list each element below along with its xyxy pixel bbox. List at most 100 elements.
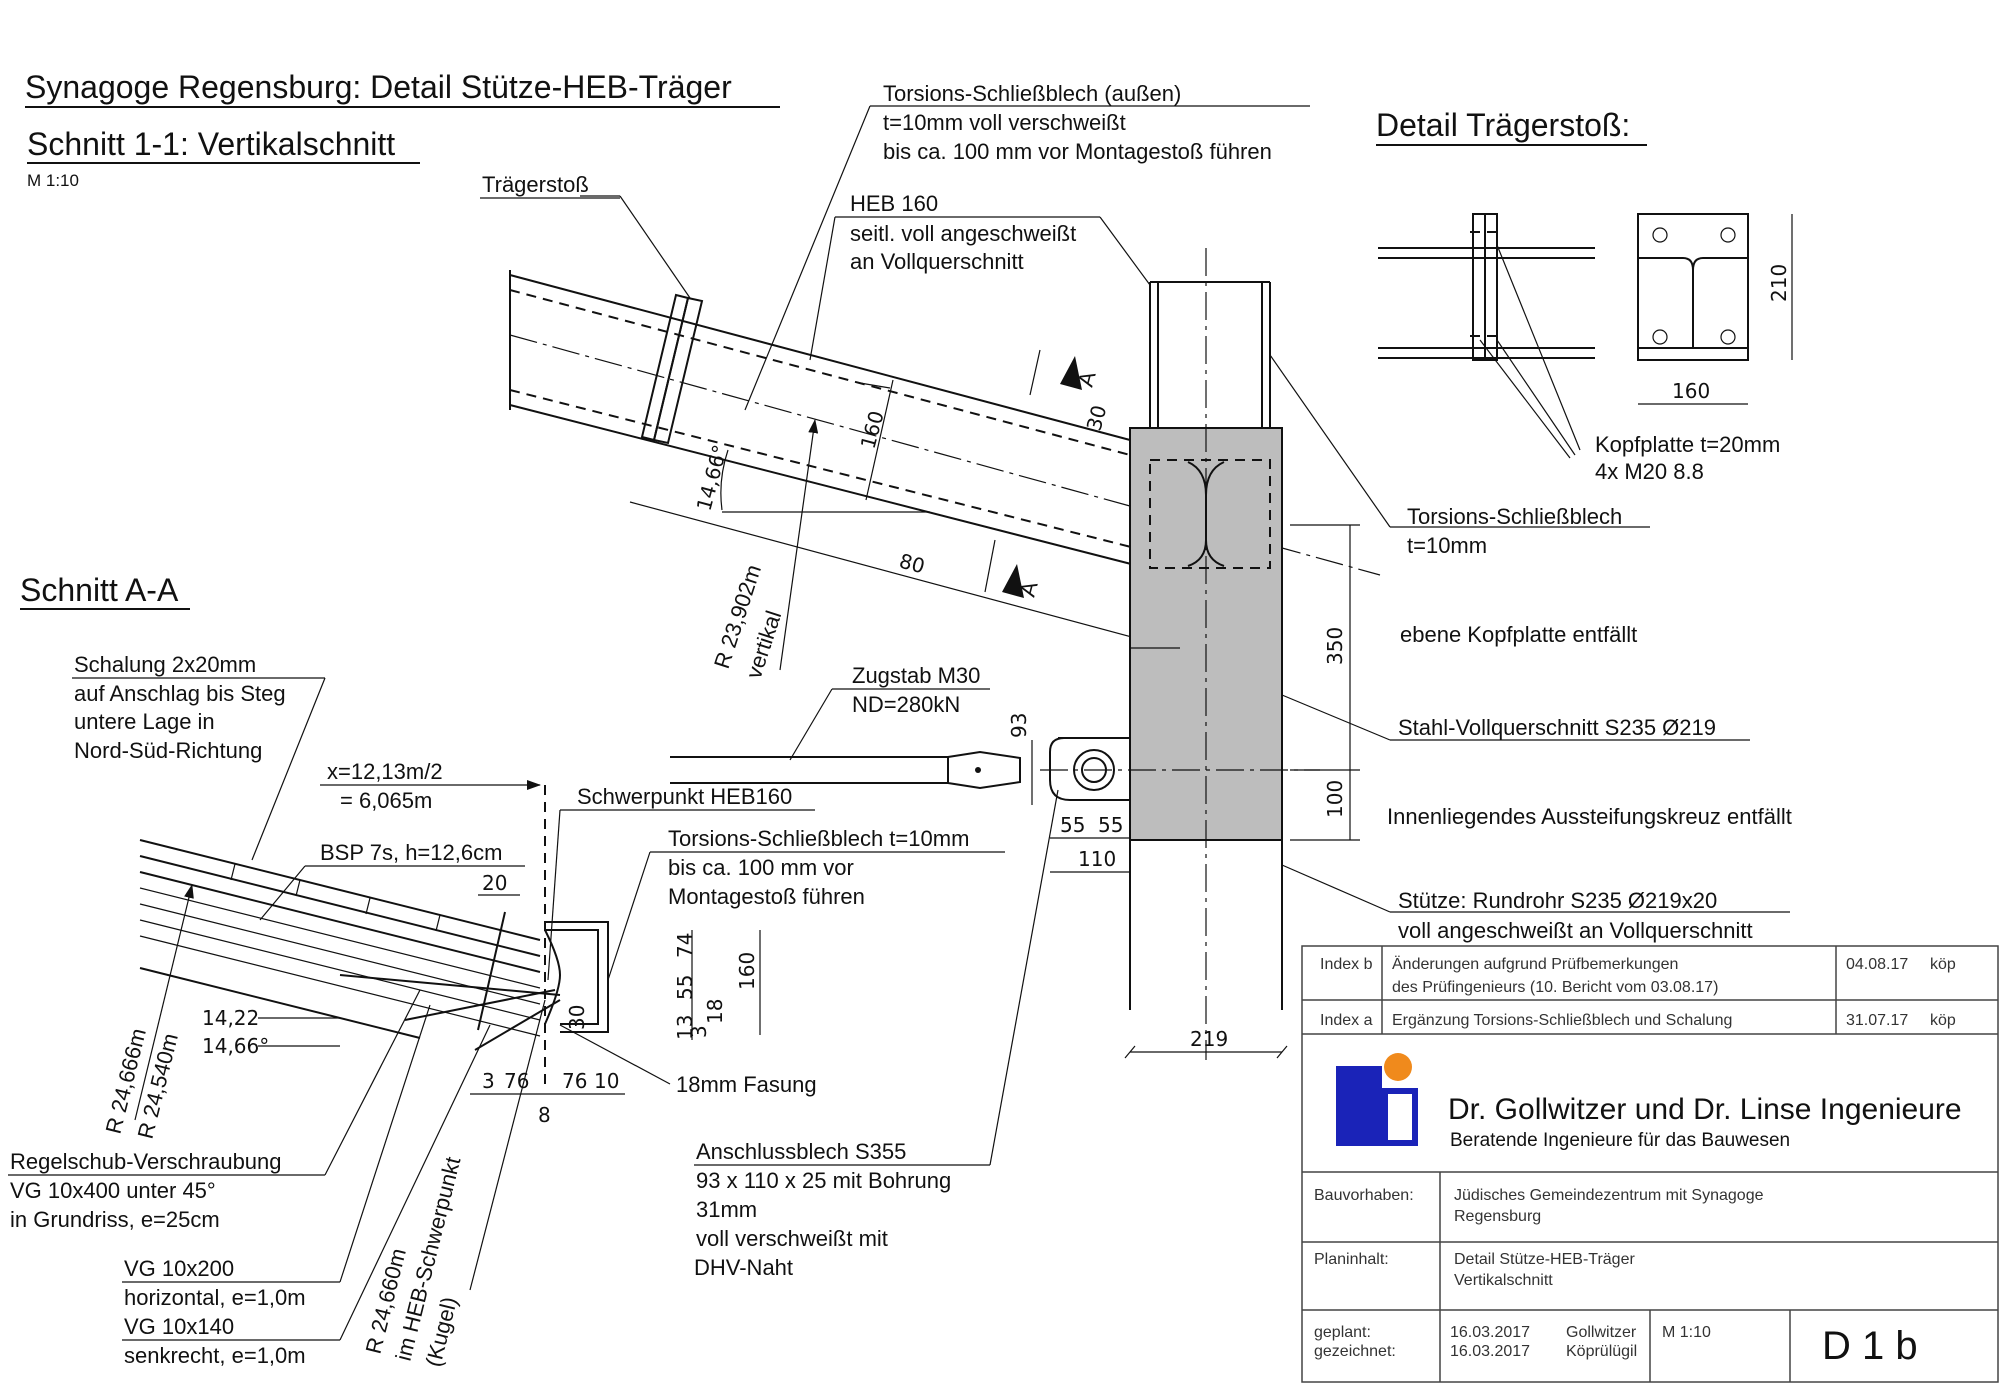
zugstab-line1: Zugstab M30 bbox=[852, 663, 980, 688]
x-line1: x=12,13m/2 bbox=[327, 759, 443, 784]
geplant-label: geplant: bbox=[1314, 1324, 1371, 1341]
torsion-outer-line1: Torsions-Schließblech (außen) bbox=[883, 81, 1181, 106]
index-b-label: Index b bbox=[1320, 956, 1373, 973]
dim-76a: 76 bbox=[504, 1069, 529, 1093]
company-logo bbox=[1336, 1053, 1418, 1146]
index-a-user: köp bbox=[1930, 1012, 1956, 1029]
bsp-label: BSP 7s, h=12,6cm bbox=[320, 840, 502, 865]
bauvorhaben-1: Jüdisches Gemeindezentrum mit Synagoge bbox=[1454, 1187, 1764, 1204]
title-block bbox=[1301, 945, 1999, 1383]
index-a-text: Ergänzung Torsions-Schließblech und Scha… bbox=[1392, 1012, 1732, 1029]
torsion-mid-line2: bis ca. 100 mm vor bbox=[668, 855, 854, 880]
kopfplatte-line2: 4x M20 8.8 bbox=[1595, 459, 1704, 484]
regel-line3: in Grundriss, e=25cm bbox=[10, 1207, 220, 1232]
planinhalt-2: Vertikalschnitt bbox=[1454, 1272, 1553, 1289]
detail-joint-title: Detail Trägerstoß: bbox=[1376, 107, 1630, 143]
regel-line1: Regelschub-Verschraubung bbox=[10, 1149, 282, 1174]
torsion-mid-line3: Montagestoß führen bbox=[668, 884, 865, 909]
clt-slab bbox=[139, 839, 541, 1039]
kopfplatte-line1: Kopfplatte t=20mm bbox=[1595, 432, 1780, 457]
dim-13: 13 bbox=[673, 1015, 697, 1040]
connection-plate bbox=[1040, 737, 1320, 801]
vg200-line1: VG 10x200 bbox=[124, 1256, 234, 1281]
splice-plates bbox=[640, 293, 704, 445]
stuetze-line1: Stütze: Rundrohr S235 Ø219x20 bbox=[1398, 888, 1717, 913]
section-a-a-title: Schnitt A-A bbox=[20, 572, 179, 608]
anschluss-line1: Anschlussblech S355 bbox=[696, 1139, 906, 1164]
index-a-label: Index a bbox=[1320, 1012, 1373, 1029]
dim-160c: 160 bbox=[735, 952, 759, 990]
heb-in-column bbox=[1149, 459, 1271, 569]
section-mark-a-bottom: A bbox=[1015, 578, 1043, 599]
index-b-text-1: Änderungen aufgrund Prüfbemerkungen bbox=[1392, 955, 1678, 973]
schalung-leader bbox=[251, 677, 326, 861]
index-b-text-2: des Prüfingenieurs (10. Bericht vom 03.0… bbox=[1392, 979, 1718, 996]
ebene-label: ebene Kopfplatte entfällt bbox=[1400, 622, 1637, 647]
tension-rod bbox=[670, 750, 1021, 790]
dim-30: 30 bbox=[1082, 402, 1112, 433]
dim-74: 74 bbox=[673, 933, 697, 958]
section-mark-a-top: A bbox=[1073, 368, 1101, 389]
geplant-name: Gollwitzer bbox=[1566, 1324, 1637, 1341]
regel-leader bbox=[324, 989, 421, 1176]
bauvorhaben-label: Bauvorhaben: bbox=[1314, 1187, 1414, 1204]
company-sub: Beratende Ingenieure für das Bauwesen bbox=[1450, 1130, 1790, 1151]
dim-110: 110 bbox=[1078, 847, 1116, 871]
torsion-right-line2: t=10mm bbox=[1407, 533, 1487, 558]
anschluss-leader bbox=[989, 789, 1059, 1166]
dim-30b: 30 bbox=[565, 1005, 589, 1030]
main-title: Synagoge Regensburg: Detail Stütze-HEB-T… bbox=[25, 69, 732, 105]
torsion-outer-line3: bis ca. 100 mm vor Montagestoß führen bbox=[883, 139, 1272, 164]
heb-leader-2 bbox=[1099, 216, 1151, 286]
dim-350: 350 bbox=[1323, 627, 1347, 665]
dim-8: 8 bbox=[538, 1103, 551, 1127]
joint-detail-plate bbox=[1637, 213, 1749, 361]
torsion-outer-line2: t=10mm voll verschweißt bbox=[883, 110, 1126, 135]
geplant-date: 16.03.2017 bbox=[1450, 1324, 1530, 1341]
dim-55c: 55 bbox=[673, 975, 697, 1000]
regel-line2: VG 10x400 unter 45° bbox=[10, 1178, 216, 1203]
zugstab-leader bbox=[789, 688, 833, 761]
schalung-line1: Schalung 2x20mm bbox=[74, 652, 256, 677]
scale-label: M 1:10 bbox=[27, 171, 79, 190]
innen-label: Innenliegendes Aussteifungskreuz entfäll… bbox=[1387, 804, 1792, 829]
stuetze-line2: voll angeschweißt an Vollquerschnitt bbox=[1398, 918, 1753, 943]
schalung-line3: untere Lage in bbox=[74, 709, 215, 734]
vg200-line2: horizontal, e=1,0m bbox=[124, 1285, 306, 1310]
fasung-leader bbox=[559, 1024, 671, 1085]
torsion-mid-leader bbox=[607, 851, 651, 981]
screw-vg400 bbox=[477, 911, 506, 1031]
index-a-date: 31.07.17 bbox=[1846, 1012, 1908, 1029]
stahl-leader bbox=[1281, 694, 1391, 741]
dim-3a: 3 bbox=[687, 1025, 711, 1038]
schwerpunkt-label: Schwerpunkt HEB160 bbox=[577, 784, 792, 809]
gezeichnet-name: Köprülügil bbox=[1566, 1343, 1637, 1360]
traegerstoss-label: Trägerstoß bbox=[482, 172, 589, 197]
torsion-right-leader bbox=[1269, 354, 1391, 528]
title-block-scale: M 1:10 bbox=[1662, 1324, 1711, 1341]
dim-160b: 160 bbox=[1672, 379, 1710, 403]
planinhalt-label: Planinhalt: bbox=[1314, 1251, 1389, 1268]
section-mark-top: A bbox=[1029, 349, 1101, 396]
anschluss-line2: 93 x 110 x 25 mit Bohrung bbox=[696, 1168, 951, 1193]
dim-80: 80 bbox=[897, 549, 928, 579]
dim-80-line bbox=[629, 501, 1181, 651]
gezeichnet-date: 16.03.2017 bbox=[1450, 1343, 1530, 1360]
heb-leader bbox=[809, 216, 836, 361]
anschluss-line3: 31mm bbox=[696, 1197, 757, 1222]
dim-14-22: 14,22 bbox=[202, 1006, 259, 1030]
heb-label-line1: HEB 160 bbox=[850, 191, 938, 216]
section-1-1-title: Schnitt 1-1: Vertikalschnitt bbox=[27, 126, 395, 162]
dim-160-line bbox=[865, 379, 894, 501]
anschluss-line4: voll verschweißt mit bbox=[696, 1226, 888, 1251]
dim-55a: 55 bbox=[1060, 813, 1085, 837]
dim-160: 160 bbox=[856, 408, 889, 451]
dim-76b: 76 bbox=[562, 1069, 587, 1093]
vg140-line2: senkrecht, e=1,0m bbox=[124, 1343, 306, 1368]
x-line2: = 6,065m bbox=[340, 788, 432, 813]
dim-10: 10 bbox=[594, 1069, 619, 1093]
dim-219: 219 bbox=[1190, 1027, 1228, 1051]
drawing-number: D 1 b bbox=[1822, 1324, 1918, 1368]
vg140-leader bbox=[339, 1024, 491, 1341]
